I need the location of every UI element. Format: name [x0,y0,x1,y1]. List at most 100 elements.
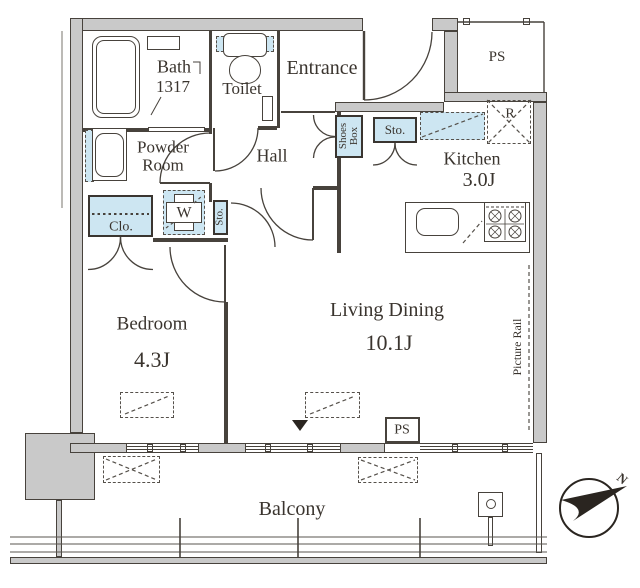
bath-sliding-door [148,127,205,132]
shoes-box [335,115,363,158]
window-glass-lines [127,446,533,450]
window-band-wall-2 [198,443,246,453]
room-label-toilet: Toilet [222,78,262,98]
wall-powder-east-b [209,183,212,202]
fixture-label-storage-upper: Sto. [384,121,406,137]
room-label-entrance: Entrance [286,57,358,80]
fixture-label-shoes-box: Shoes Box [336,122,360,150]
balcony-ac-space-2 [358,457,418,483]
refrigerator-cross [486,99,532,145]
window-lock [452,444,458,452]
toilet-door-arc [214,127,259,172]
fixture-label-closet: Clo. [109,219,133,235]
room-size-living-dining: 10.1J [365,330,413,356]
kitchen-sink-icon [416,208,459,236]
living-ac-diag [309,395,356,415]
balcony-drain-box [478,492,503,517]
washer-icon-h [166,202,202,223]
living-ac-space [305,392,360,418]
bathtub-inner [96,40,136,114]
room-label-kitchen: Kitchen [443,148,501,169]
closet-door-arc [119,236,154,271]
room-label-powder: Powder Room [137,137,189,175]
wall-kitchen-hall [337,112,341,253]
room-label-ps-upper: PS [488,48,506,65]
shoes-box-door-arc [312,136,336,159]
wall-left [70,18,83,433]
fixture-label-picture-rail: Picture Rail [509,318,524,376]
room-size-bath: 1317 [156,76,190,96]
powder-door-arc [159,132,211,184]
toilet-bowl-icon [229,55,261,84]
wall-bath-toilet [209,31,212,128]
closet-door-arc [87,236,122,271]
room-label-hall: Hall [256,145,288,166]
balcony-ac2-cross [360,459,416,481]
room-label-bedroom: Bedroom [116,313,188,335]
fixture-label-storage-lower: Sto. [213,208,226,226]
wall-hall-living [313,186,341,190]
stove-burner [488,209,502,223]
stove-burner [508,225,522,239]
entrance-door-arc [363,31,433,101]
powder-sink-icon [95,133,124,177]
railing-post [179,518,421,557]
stove-grid [486,209,524,240]
room-size-kitchen: 3.0J [462,169,496,192]
window-band [70,443,533,453]
storage-upper-door-arc [394,142,418,166]
wall-bedroom-partition [224,302,228,443]
window-lock [147,444,153,452]
kitchen-overhead-cabinet [420,112,485,140]
fixture-label-ps-lower: PS [394,422,410,438]
wall-under-ps [444,92,547,102]
bedroom-ac-diag [124,395,170,415]
toilet-paper-holder [262,96,273,121]
storage-upper-box [373,117,417,143]
closet-box [88,195,153,237]
storage-upper-door-arc [372,142,396,166]
bath-label-leader [193,61,201,74]
wall-top-right [432,18,458,31]
entrance-step-line [281,111,335,113]
fixture-label-refrigerator: R [505,106,515,122]
wall-entrance-bottom [335,102,444,112]
wall-bath-bottom-2 [205,128,211,132]
wall-bedroom-top [153,238,228,242]
window-lock [180,444,186,452]
room-label-bath: Bath [157,56,191,77]
balcony-ac-space-1 [103,456,160,483]
ps-lower-box [385,417,420,443]
railing-line [10,536,547,553]
window-lock [265,444,271,452]
washer-diag [165,195,203,229]
stove-burner [508,209,522,223]
wall-right [533,102,547,443]
bath-counter [147,36,180,50]
bedroom-door-arc [169,246,226,303]
window-lock [307,444,313,452]
window-band-wall-3 [340,443,385,453]
wall-powder-east-a [209,128,212,134]
room-label-balcony: Balcony [258,498,326,521]
room-label-living-dining: Living Dining [330,299,444,322]
balcony-drain-circle [486,499,496,509]
window-lock [502,444,508,452]
compass-north-arrow [561,486,627,521]
fixture-label-washer: W [176,204,192,222]
overhead-cabinet-diag [421,113,484,138]
storage-lower-box [213,200,228,235]
storage-lower-door-arc [230,202,276,248]
counter-space-diag [462,220,483,244]
shoes-box-door-arc [312,114,336,138]
wall-toilet-bottom [258,126,277,130]
living-door-arc [260,187,314,241]
stove-burner-cross [490,211,520,237]
window-band-wall-1 [70,443,127,453]
balcony-ac1-cross [105,458,158,481]
stove-burner [488,225,502,239]
refrigerator-space [487,100,531,144]
direction-triangle [292,420,308,431]
